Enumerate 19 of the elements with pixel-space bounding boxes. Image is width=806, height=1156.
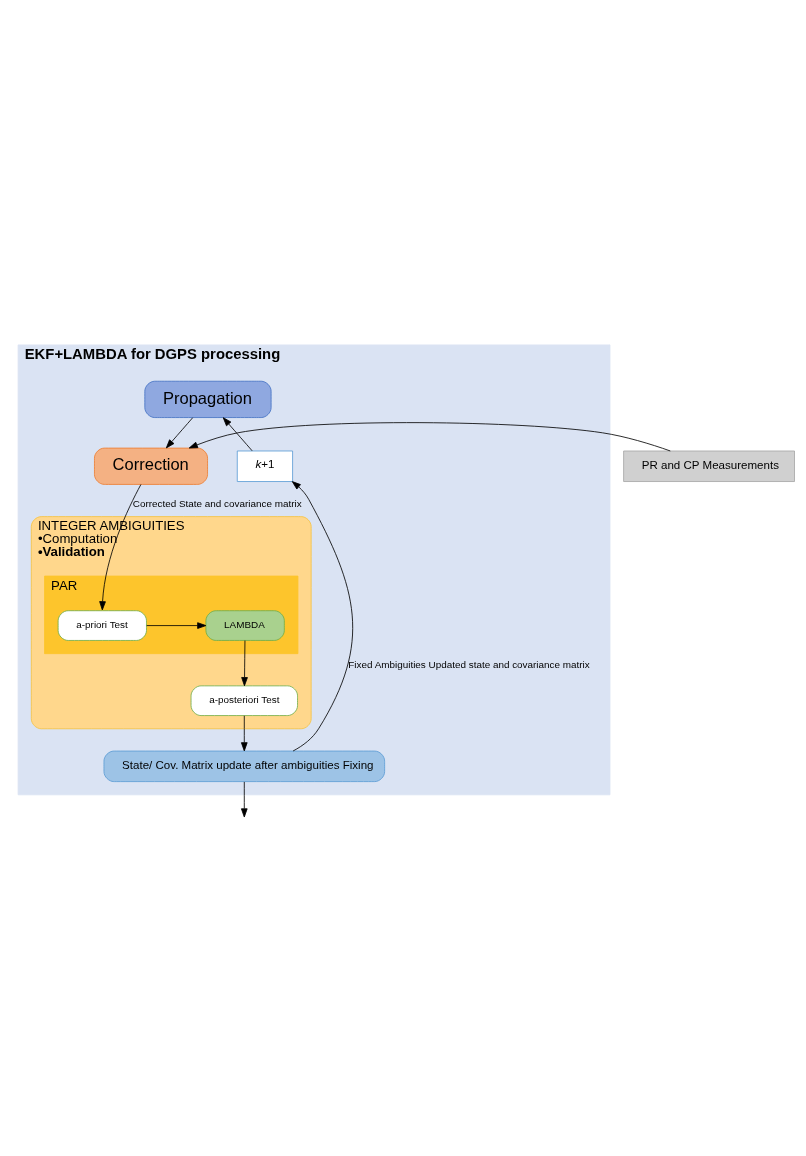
node-box: a-priori Test: [57, 610, 147, 641]
arrow: [188, 422, 671, 452]
node-box: State/ Cov. Matrix update after ambiguities Fixing: [103, 750, 386, 783]
node-box: a-posteriori Test: [190, 685, 298, 716]
edge-label: Corrected State and covariance matrix: [132, 498, 302, 510]
arrow: [241, 781, 248, 818]
edge-label: Fixed Ambiguities Updated state and covariance matrix: [348, 659, 590, 671]
node-box: k+1: [236, 450, 293, 482]
node-box: Propagation: [144, 380, 272, 418]
arrow: [241, 715, 248, 752]
arrow: [146, 622, 207, 629]
node-box: PR and CP Measurements: [623, 450, 795, 482]
node-box: LAMBDA: [205, 610, 285, 641]
arrow: [222, 417, 253, 452]
arrow: [291, 481, 354, 752]
arrow: [99, 484, 142, 611]
arrow: [165, 417, 194, 449]
arrow: [241, 640, 248, 687]
node-box: Correction: [94, 447, 208, 485]
